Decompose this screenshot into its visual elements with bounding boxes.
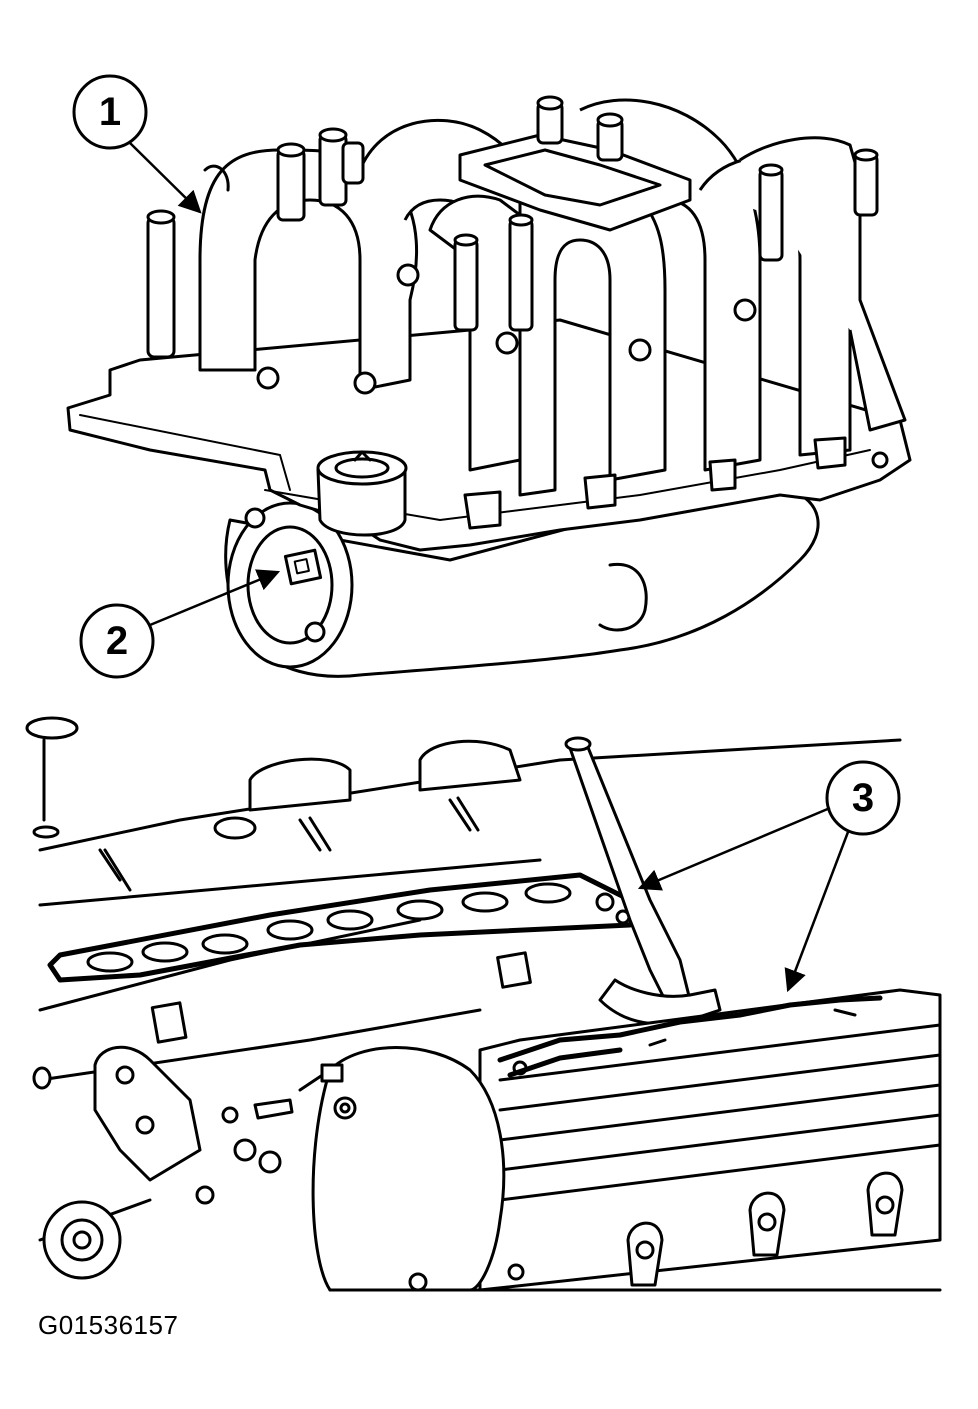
intake-gasket-right [497, 995, 883, 1078]
bolts [244, 263, 889, 643]
callout-1-label: 1 [99, 90, 121, 134]
port-studs [146, 95, 879, 359]
figure-id: G01536157 [38, 1310, 179, 1340]
callout-2-label: 2 [106, 619, 128, 663]
callout-1: 1 [72, 74, 202, 214]
intake-gasket-left [47, 872, 643, 983]
intake-manifold-drawing [66, 95, 912, 678]
callout-3: 3 [637, 760, 901, 993]
engine-block-drawing [25, 716, 942, 1292]
callout-3-label: 3 [852, 776, 874, 820]
callout-2: 2 [79, 569, 281, 679]
